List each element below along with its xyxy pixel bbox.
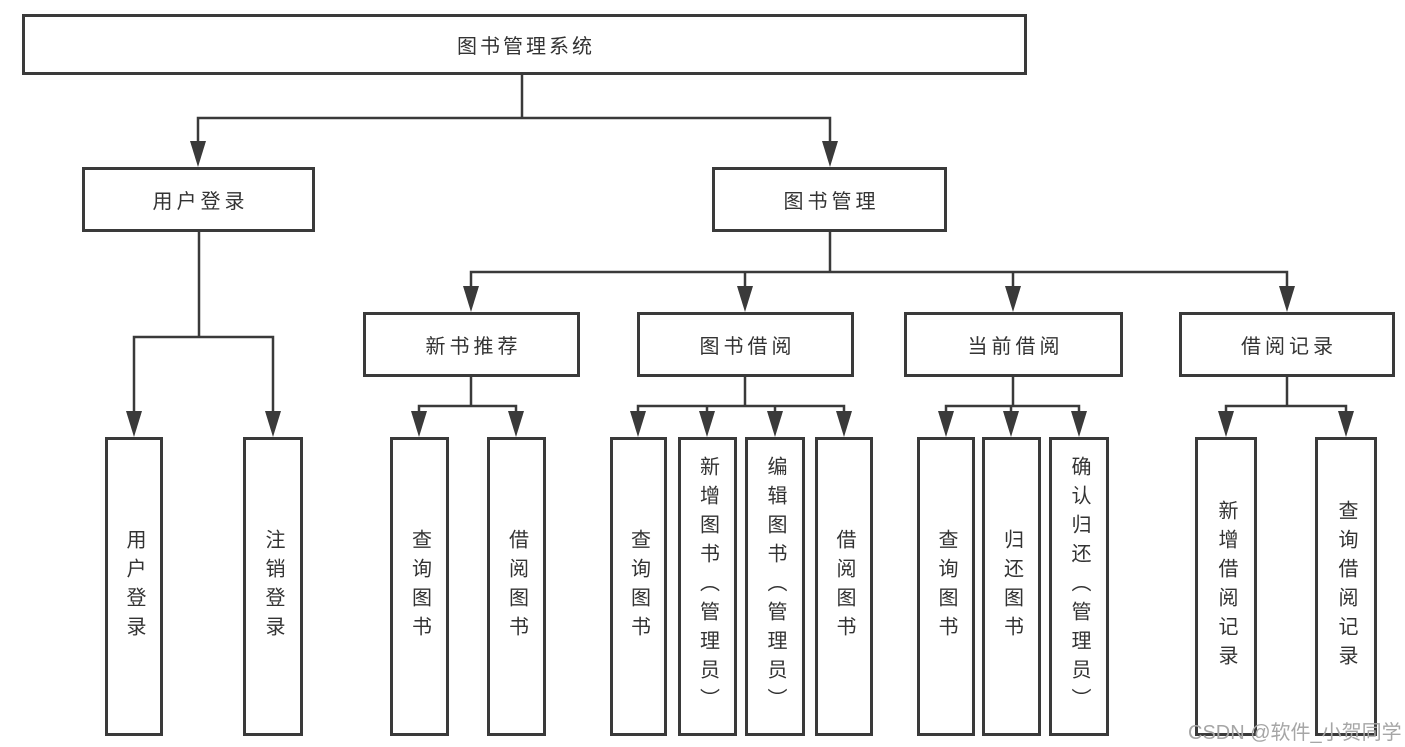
leaf-label: 查询借阅记录 [1335,499,1357,674]
leaf-query-books-recommend: 查询图书 [390,437,449,736]
csdn-watermark: CSDN @软件_小贺同学 [1188,722,1402,744]
leaf-confirm-return-admin: 确认归还（管理员） [1049,437,1109,736]
leaf-edit-books-admin: 编辑图书（管理员） [745,437,805,736]
leaf-add-borrow-record: 新增借阅记录 [1195,437,1257,736]
node-book-borrowing: 图书借阅 [637,312,854,377]
leaf-label: 注销登录 [262,528,284,645]
node-user-login: 用户登录 [82,167,315,232]
leaf-query-books-borrowing: 查询图书 [610,437,667,736]
node-label: 当前借阅 [967,336,1064,358]
node-label: 新书推荐 [425,336,522,358]
leaf-logout: 注销登录 [243,437,303,736]
leaf-label: 归还图书 [1000,528,1023,645]
node-label: 借阅记录 [1241,336,1337,358]
leaf-label: 用户登录 [123,528,145,645]
leaf-borrow-books: 借阅图书 [815,437,873,736]
node-book-management: 图书管理 [712,167,947,232]
leaf-label: 借阅图书 [833,528,855,645]
leaf-query-borrow-record: 查询借阅记录 [1315,437,1377,736]
node-label: 图书借阅 [699,336,796,358]
node-borrowing-records: 借阅记录 [1179,312,1395,377]
leaf-label: 编辑图书（管理员） [764,456,786,717]
leaf-label: 借阅图书 [505,528,528,645]
node-new-book-recommend: 新书推荐 [363,312,580,377]
node-label: 图书管理 [783,191,880,213]
leaf-borrow-books-recommend: 借阅图书 [487,437,546,736]
node-label: 用户登录 [152,191,249,213]
leaf-user-login: 用户登录 [105,437,163,736]
leaf-label: 查询图书 [408,528,431,645]
node-label: 图书管理系统 [457,36,595,58]
leaf-label: 新增图书（管理员） [696,456,719,717]
leaf-add-books-admin: 新增图书（管理员） [678,437,737,736]
leaf-query-books-current: 查询图书 [917,437,975,736]
leaf-return-books: 归还图书 [982,437,1041,736]
leaf-label: 确认归还（管理员） [1068,456,1090,717]
leaf-label: 查询图书 [627,528,650,645]
node-current-borrowing: 当前借阅 [904,312,1123,377]
leaf-label: 查询图书 [935,528,957,645]
leaf-label: 新增借阅记录 [1215,499,1237,674]
node-root: 图书管理系统 [22,14,1027,75]
